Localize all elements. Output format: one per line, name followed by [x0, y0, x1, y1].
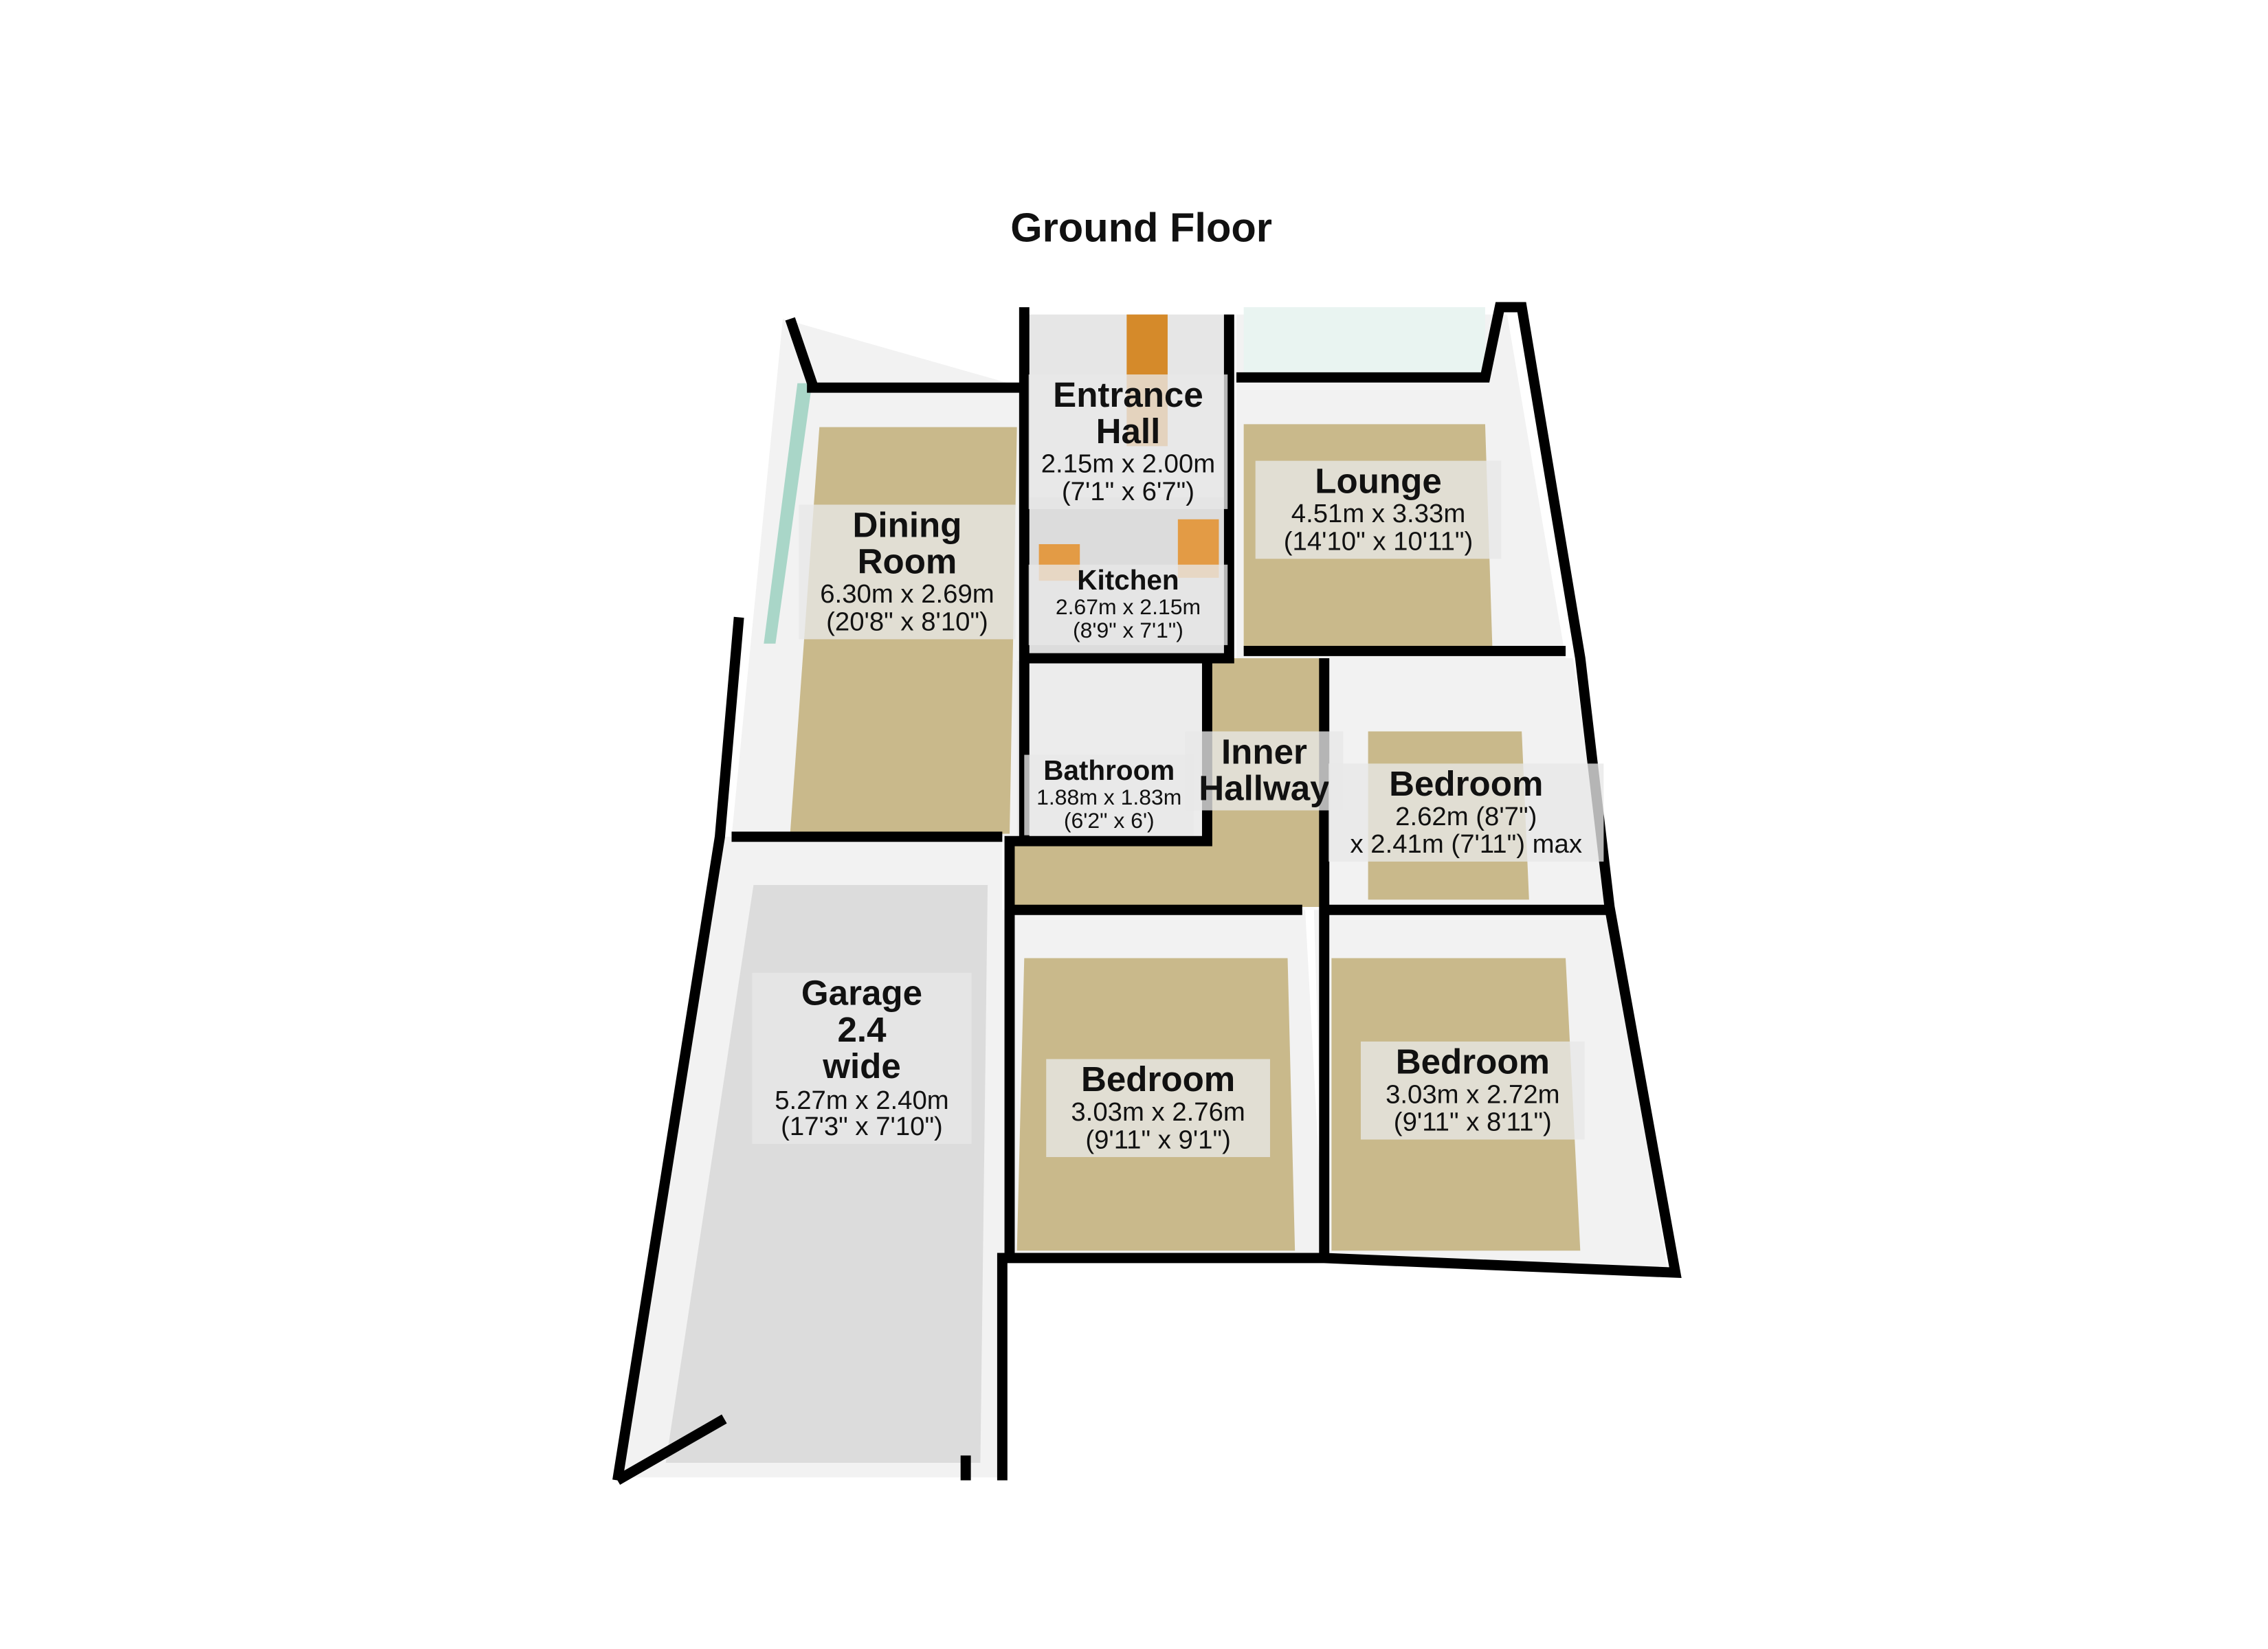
room-name: Bathroom	[1043, 756, 1175, 787]
room-name: wide	[823, 1048, 901, 1088]
room-size-imperial: (9'11" x 9'1")	[1085, 1125, 1231, 1154]
room-label-inner-hallway: Inner Hallway	[1185, 731, 1344, 811]
room-size-imperial: x 2.41m (7'11") max	[1350, 829, 1583, 859]
room-name: Entrance	[1053, 376, 1203, 416]
room-name: Bedroom	[1080, 1060, 1236, 1101]
room-name: Hall	[1096, 412, 1161, 453]
room-label-entrance-hall: Entrance Hall 2.15m x 2.00m (7'1" x 6'7"…	[1028, 374, 1228, 510]
room-size-imperial: (20'8" x 8'10")	[826, 607, 988, 637]
room-name: Kitchen	[1077, 565, 1179, 597]
room-size-metric: 3.03m x 2.72m	[1386, 1079, 1560, 1110]
room-name: Room	[857, 543, 957, 583]
room-size-metric: 1.88m x 1.83m	[1036, 785, 1182, 811]
lounge-window	[1243, 307, 1485, 373]
floor-title: Ground Floor	[1010, 205, 1272, 251]
room-size-metric: 3.03m x 2.76m	[1071, 1097, 1245, 1127]
room-label-lounge: Lounge 4.51m x 3.33m (14'10" x 10'11")	[1255, 460, 1502, 559]
room-size-metric: 2.62m (8'7")	[1395, 802, 1537, 831]
room-name: Hallway	[1199, 770, 1330, 809]
walls-outline	[612, 302, 1682, 1485]
room-label-bedroom-1: Bedroom 2.62m (8'7") x 2.41m (7'11") max	[1328, 763, 1604, 862]
room-size-imperial: (14'10" x 10'11")	[1283, 526, 1474, 557]
room-size-imperial: (6'2" x 6')	[1063, 808, 1155, 833]
room-name: Bedroom	[1389, 765, 1544, 805]
room-name: Lounge	[1315, 462, 1442, 502]
room-label-bathroom: Bathroom 1.88m x 1.83m (6'2" x 6')	[1024, 754, 1194, 836]
room-name: Bedroom	[1395, 1042, 1550, 1083]
room-size-imperial: (7'1" x 6'7")	[1061, 477, 1194, 507]
room-size-metric: 2.15m x 2.00m	[1041, 449, 1216, 479]
room-size-imperial: (9'11" x 8'11")	[1393, 1107, 1552, 1137]
room-label-dining-room: Dining Room 6.30m x 2.69m (20'8" x 8'10"…	[799, 504, 1016, 640]
room-name: Inner	[1221, 732, 1307, 773]
room-label-garage: Garage 2.4 wide 5.27m x 2.40m (17'3" x 7…	[752, 972, 972, 1145]
room-size-metric: 2.67m x 2.15m	[1055, 595, 1201, 620]
room-name: Garage	[801, 974, 923, 1014]
room-size-metric: 5.27m x 2.40m	[775, 1084, 949, 1114]
room-name: Dining	[852, 506, 962, 546]
room-label-bedroom-3: Bedroom 3.03m x 2.72m (9'11" x 8'11")	[1360, 1041, 1585, 1140]
dining-window	[764, 383, 812, 644]
room-size-imperial: (8'9" x 7'1")	[1072, 618, 1183, 644]
room-size-metric: 4.51m x 3.33m	[1291, 499, 1466, 528]
room-size-metric: 6.30m x 2.69m	[820, 579, 994, 609]
room-size-imperial: (17'3" x 7'10")	[781, 1112, 943, 1142]
room-label-bedroom-2: Bedroom 3.03m x 2.76m (9'11" x 9'1")	[1046, 1059, 1270, 1157]
room-label-kitchen: Kitchen 2.67m x 2.15m (8'9" x 7'1")	[1028, 564, 1228, 646]
room-name: 2.4	[837, 1011, 887, 1051]
